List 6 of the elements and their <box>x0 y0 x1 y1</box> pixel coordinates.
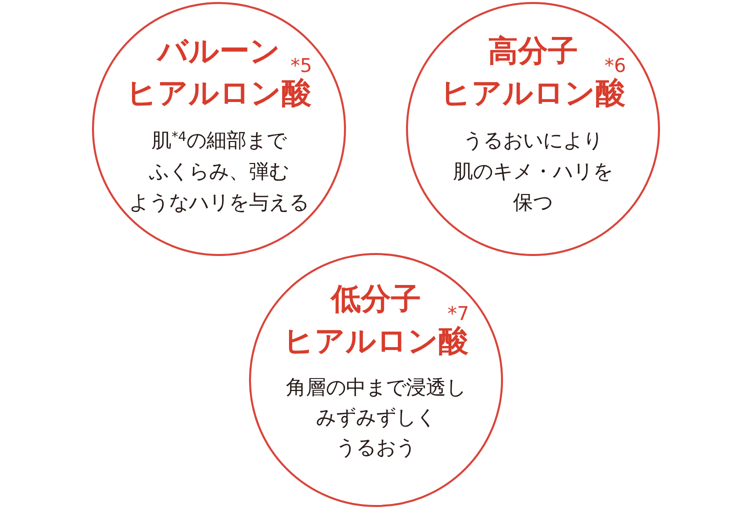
feature-circle <box>92 2 346 256</box>
feature-circle <box>406 2 660 256</box>
circle-description: 角層の中まで浸透しみずみずしくうるおう <box>285 374 467 461</box>
circle-description: うるおいにより肌のキメ・ハリを保つ <box>452 127 614 216</box>
feature-circle <box>249 253 503 507</box>
circle-description: 肌$^{*4}$の細部までふくらみ、弾むようなハリを与える <box>128 127 310 216</box>
